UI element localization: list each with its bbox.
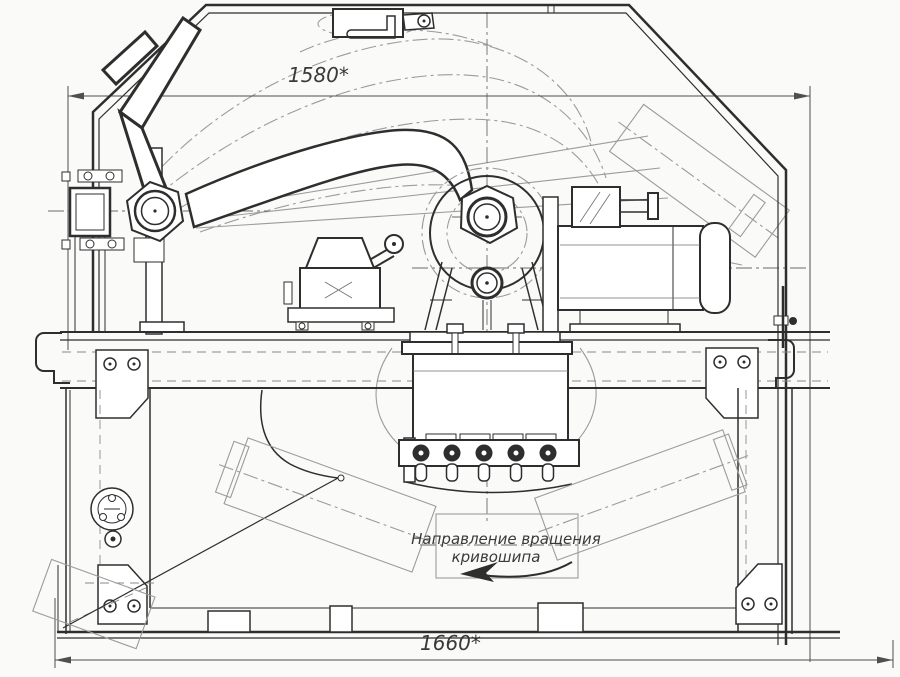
rotation-annotation: Направление вращения кривошипа	[411, 513, 601, 582]
dimension-top: 1580*	[67, 63, 811, 662]
gusset-lower-left	[97, 564, 148, 625]
phantom-roller-top-right	[608, 103, 791, 258]
electric-motor	[557, 186, 731, 333]
frame-foot	[329, 605, 353, 633]
dim-arrow-left	[55, 656, 71, 664]
mount-block	[283, 234, 404, 331]
lever-upper-arm	[117, 15, 202, 131]
rotation-note-line1: Направление вращения	[411, 530, 601, 548]
base-frame	[57, 388, 840, 639]
rotation-note-line2: кривошипа	[452, 548, 541, 566]
motor-terminal-box	[571, 186, 621, 228]
bearing-side-plate	[542, 196, 559, 348]
dimension-bottom: 1660*	[54, 598, 894, 668]
dim-arrow-right	[877, 656, 893, 664]
connecting-rod	[184, 128, 474, 229]
frame-foot	[207, 610, 251, 633]
left-hook-bracket	[35, 332, 70, 384]
gusset-lower-right	[735, 563, 783, 625]
cable-line	[62, 477, 339, 629]
cover-frame	[91, 3, 788, 645]
body-flange	[401, 341, 573, 355]
phantom-roller-corner	[32, 558, 156, 650]
motor-body	[557, 225, 704, 311]
middle-beam	[35, 286, 830, 419]
left-support-post	[61, 147, 185, 335]
top-dimension-label: 1580*	[288, 63, 349, 87]
right-hook-bracket	[762, 339, 795, 389]
lever-stub	[100, 29, 160, 87]
rotation-arrow-head	[460, 562, 498, 582]
gusset-upper-left	[95, 349, 149, 419]
phantom-roller-right	[534, 429, 750, 561]
phantom-rollers	[32, 429, 750, 650]
dim-arrow-left	[68, 92, 84, 100]
frame-foot	[537, 602, 584, 633]
gusset-upper-right	[705, 347, 759, 419]
cable-curve	[259, 389, 339, 479]
lifting-latch	[332, 8, 435, 39]
motor-end-cap	[699, 222, 731, 314]
bottom-dimension-label: 1660*	[420, 631, 481, 655]
suspended-body	[398, 323, 580, 494]
motor-shaft-flange	[647, 192, 659, 220]
crank-assembly	[421, 167, 559, 348]
bar-bolts	[412, 444, 557, 462]
body-box	[412, 353, 569, 441]
pivot-bearing	[125, 180, 185, 243]
bar-pins	[414, 463, 555, 482]
dim-arrow-right	[794, 92, 810, 100]
tension-lever	[100, 15, 202, 204]
phantom-roller-left	[214, 437, 437, 573]
